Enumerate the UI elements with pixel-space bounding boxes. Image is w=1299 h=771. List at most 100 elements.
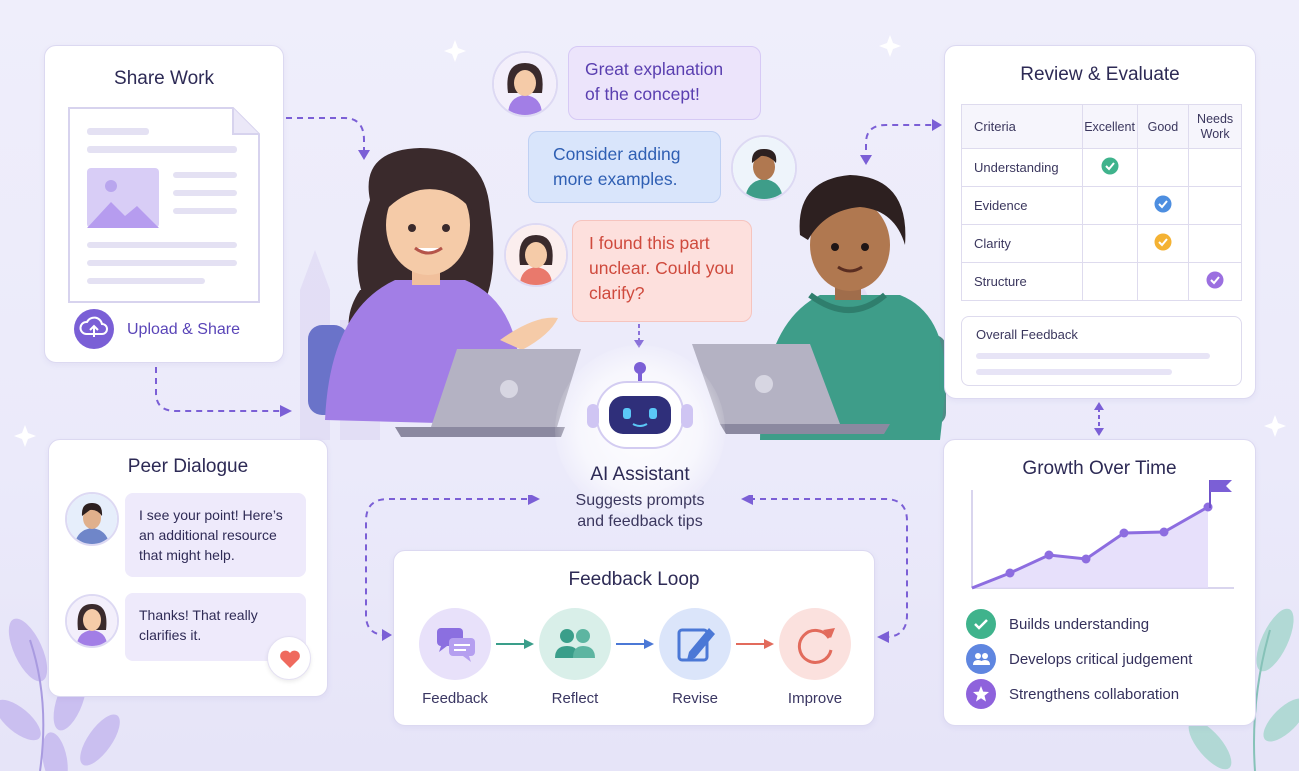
peer-message-2-line1: Thanks! That really: [139, 607, 258, 623]
peer-message-2: Thanks! That really clarifies it.: [125, 593, 306, 661]
avatar-girl-3: [65, 594, 119, 648]
rubric-header-needs-label-2: Work: [1200, 126, 1230, 141]
check-icon: [1101, 157, 1119, 178]
loop-step-revise-label: Revise: [672, 690, 718, 707]
chat-bubble-1-line1: Great explanation: [585, 59, 724, 79]
avatar-boy-2: [65, 492, 119, 546]
chat-bubble-3-line2: unclear. Could you: [589, 258, 734, 278]
girl-avatar-icon: [67, 596, 117, 646]
avatar-boy-1: [731, 135, 797, 201]
peer-message-1-line3: that might help.: [139, 547, 235, 563]
rubric-header-criteria: Criteria: [961, 104, 1083, 149]
upload-share-button[interactable]: Upload & Share: [73, 308, 253, 350]
growth-card: Growth Over Time: [943, 439, 1256, 726]
girl-avatar-icon: [494, 53, 556, 115]
rubric-cell-good[interactable]: [1136, 224, 1190, 263]
arrow-right-icon: [616, 639, 654, 649]
ai-assistant-title: AI Assistant: [590, 464, 690, 485]
heart-icon: [280, 650, 300, 668]
rubric-criterion: Understanding: [961, 148, 1083, 187]
rubric-header-row: Criteria Excellent Good Needs Work: [961, 104, 1242, 149]
rubric-cell-good[interactable]: [1136, 148, 1190, 187]
peer-message-1: I see your point! Here’s an additional r…: [125, 493, 306, 577]
growth-chart: [971, 480, 1234, 590]
rubric-cell-excellent[interactable]: [1081, 186, 1138, 225]
growth-title: Growth Over Time: [1022, 458, 1177, 479]
robot-icon: [587, 362, 693, 449]
rubric-criterion: Evidence: [961, 186, 1083, 225]
rubric-header-excellent: Excellent: [1081, 104, 1138, 149]
rubric-cell-good[interactable]: [1136, 186, 1190, 225]
rubric-cell-needs-work[interactable]: [1188, 262, 1242, 301]
star-icon: [966, 679, 996, 709]
chat-bubble-3-line1: I found this part: [589, 233, 710, 253]
check-icon: [1154, 233, 1172, 254]
arrow-share-to-loop: [155, 367, 292, 417]
rubric-cell-excellent[interactable]: [1081, 262, 1138, 301]
check-icon: [1206, 271, 1224, 292]
rubric-row: Evidence: [961, 186, 1242, 225]
rubric-header-needs-work: Needs Work: [1188, 104, 1242, 149]
check-icon: [966, 609, 996, 639]
arrow-loop-right: [741, 495, 908, 643]
feedback-loop-title: Feedback Loop: [568, 569, 700, 590]
feedback-line: [976, 369, 1172, 375]
rubric-row: Structure: [961, 262, 1242, 301]
rubric-criterion: Clarity: [961, 224, 1083, 263]
growth-item-label: Strengthens collaboration: [1009, 686, 1180, 703]
rubric-header-criteria-label: Criteria: [974, 119, 1016, 134]
growth-item-label: Builds understanding: [1009, 616, 1150, 633]
refresh-icon: [797, 628, 835, 664]
heart-reaction-button[interactable]: [267, 636, 311, 680]
ai-assistant-desc-2: and feedback tips: [577, 513, 703, 530]
rubric-cell-excellent[interactable]: [1081, 224, 1138, 263]
chat-bubble-2: Consider adding more examples.: [528, 131, 721, 203]
loop-step-improve[interactable]: [779, 608, 851, 680]
chat-bubble-3-line3: clarify?: [589, 283, 645, 303]
cloud-upload-icon: [74, 309, 114, 349]
rubric-cell-good[interactable]: [1136, 262, 1190, 301]
people-icon: [966, 644, 996, 674]
peer-message-1-line2: an additional resource: [139, 527, 277, 543]
ai-assistant-desc-1: Suggests prompts: [575, 492, 705, 509]
arrow-to-review: [860, 119, 942, 165]
arrow-bubble-to-ai: [634, 324, 644, 348]
loop-step-feedback[interactable]: [419, 608, 491, 680]
share-work-card: Share Work Upload & Share: [44, 45, 284, 363]
rubric-row: Understanding: [961, 148, 1242, 187]
rubric-cell-excellent[interactable]: [1081, 148, 1138, 187]
loop-step-reflect[interactable]: [539, 608, 611, 680]
rubric-cell-needs-work[interactable]: [1188, 224, 1242, 263]
loop-step-revise[interactable]: [659, 608, 731, 680]
arrow-right-icon: [736, 639, 774, 649]
arrow-review-growth: [1094, 402, 1104, 436]
overall-feedback-box[interactable]: Overall Feedback: [961, 316, 1242, 386]
chat-bubble-2-line1: Consider adding: [553, 144, 681, 164]
chat-bubble-2-line2: more examples.: [553, 169, 678, 189]
chat-icon: [437, 628, 475, 662]
arrow-loop-left: [365, 495, 540, 641]
rubric-header-needs-label-1: Needs: [1197, 111, 1234, 126]
rubric-cell-needs-work[interactable]: [1188, 148, 1242, 187]
avatar-girl-1: [492, 51, 558, 117]
rubric-table: Criteria Excellent Good Needs Work Under…: [961, 104, 1242, 301]
peer-message-2-line2: clarifies it.: [139, 627, 202, 643]
girl-avatar-icon: [506, 225, 566, 285]
check-icon: [1154, 195, 1172, 216]
boy-avatar-icon: [733, 137, 795, 199]
rubric-header-excellent-label: Excellent: [1084, 119, 1135, 134]
review-evaluate-card: Review & Evaluate Criteria Excellent Goo…: [944, 45, 1256, 399]
peer-dialogue-title: Peer Dialogue: [127, 456, 249, 477]
people-icon: [555, 629, 595, 658]
arrow-share-to-student: [286, 117, 370, 160]
review-evaluate-title: Review & Evaluate: [1020, 64, 1180, 85]
avatar-girl-2: [504, 223, 568, 287]
document-icon: [68, 107, 260, 303]
feedback-loop-card: Feedback Loop Feedback Reflect Revi: [393, 550, 875, 726]
arrow-right-icon: [496, 639, 534, 649]
rubric-cell-needs-work[interactable]: [1188, 186, 1242, 225]
growth-item-label: Develops critical judgement: [1009, 651, 1193, 668]
rubric-header-good-label: Good: [1147, 119, 1179, 134]
chat-bubble-1-line2: of the concept!: [585, 84, 700, 104]
loop-step-reflect-label: Reflect: [551, 690, 599, 707]
